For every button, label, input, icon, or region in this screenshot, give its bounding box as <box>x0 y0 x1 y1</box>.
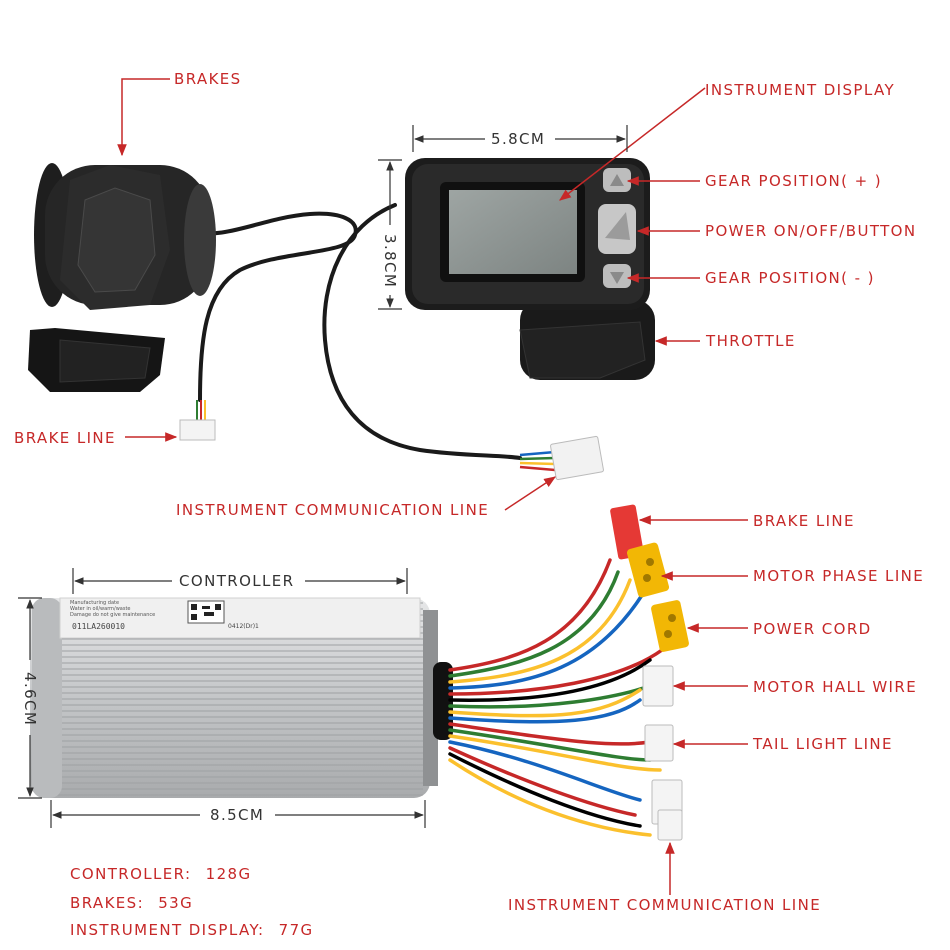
controller-height-label: 4.6CM <box>21 672 39 727</box>
controller-wires <box>448 558 667 837</box>
brake-line-right-label: BRAKE LINE <box>753 512 855 530</box>
weight-name: BRAKES: <box>70 894 145 912</box>
throttle-label: THROTTLE <box>706 332 796 350</box>
weight-value: 53G <box>158 894 194 912</box>
instrument-display <box>405 158 655 380</box>
brakes-label: BRAKES <box>174 70 242 88</box>
controller-sticker-line2: Water in oil/warm/waste <box>70 606 131 612</box>
weight-name: INSTRUMENT DISPLAY: <box>70 921 265 939</box>
weight-name: CONTROLLER: <box>70 865 192 883</box>
display-width-label: 5.8CM <box>491 130 546 148</box>
controller-connectors <box>610 504 689 841</box>
power-button-label: POWER ON/OFF/BUTTON <box>705 222 917 240</box>
dimension-lines <box>18 125 628 828</box>
handlebar-cables <box>183 203 522 460</box>
controller-dimension-label: CONTROLLER <box>179 572 295 590</box>
instrument-display-label: INSTRUMENT DISPLAY <box>705 81 896 99</box>
brake-line-top-label: BRAKE LINE <box>14 429 116 447</box>
controller-body <box>30 597 453 798</box>
weight-controller: CONTROLLER: 128G <box>70 865 252 883</box>
power-cord-label: POWER CORD <box>753 620 872 638</box>
controller-sticker-line1: Manufacturing date <box>70 600 120 606</box>
motor-hall-wire-label: MOTOR HALL WIRE <box>753 678 918 696</box>
display-height-label: 3.8CM <box>381 234 399 289</box>
gear-plus-label: GEAR POSITION( + ) <box>705 172 882 190</box>
weight-brakes: BRAKES: 53G <box>70 894 193 912</box>
lcd-screen <box>449 190 577 274</box>
weight-value: 77G <box>278 921 314 939</box>
controller-serial: 011LA260010 <box>72 622 125 631</box>
controller-code: 0412(Dr)1 <box>228 623 259 630</box>
instrument-comm-line-top-label: INSTRUMENT COMMUNICATION LINE <box>176 501 490 519</box>
callout-arrows <box>117 78 748 895</box>
brake-line-connector <box>179 400 216 441</box>
weight-value: 128G <box>205 865 252 883</box>
instrument-comm-line-bottom-label: INSTRUMENT COMMUNICATION LINE <box>508 896 822 914</box>
weight-instrument-display: INSTRUMENT DISPLAY: 77G <box>70 921 314 939</box>
instrument-line-connector <box>519 435 604 481</box>
controller-sticker-line3: Damage do not give maintenance <box>70 612 156 618</box>
controller-length-label: 8.5CM <box>210 806 265 824</box>
brake-lever <box>28 163 216 392</box>
motor-phase-line-label: MOTOR PHASE LINE <box>753 567 925 585</box>
gear-minus-label: GEAR POSITION( - ) <box>705 269 875 287</box>
tail-light-line-label: TAIL LIGHT LINE <box>753 735 893 753</box>
